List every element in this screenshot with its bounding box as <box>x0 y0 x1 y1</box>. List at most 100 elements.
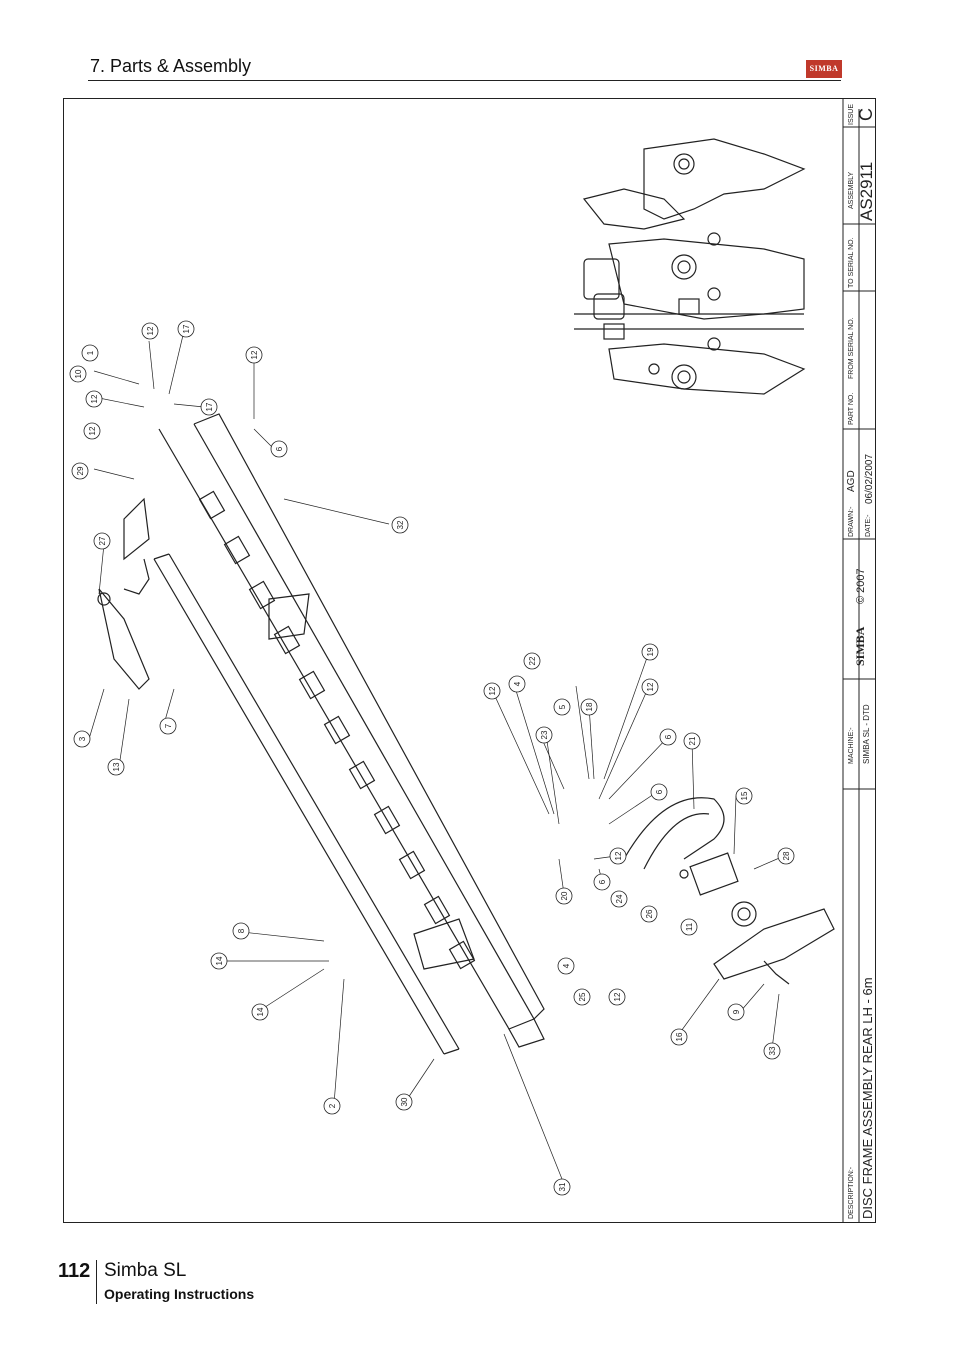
callout-circle <box>555 887 573 905</box>
assembly-label: ASSEMBLY <box>848 171 855 209</box>
callout-42: 16 <box>670 1028 688 1046</box>
callout-circle <box>573 988 591 1006</box>
callout-circle <box>200 398 218 416</box>
manual-subtitle: Operating Instructions <box>104 1286 255 1302</box>
callout-8: 12 <box>245 346 263 364</box>
title-block <box>842 99 875 1222</box>
callout-label: 6 <box>655 789 664 794</box>
part-no-label: PART NO. <box>848 393 855 425</box>
callout-circle <box>553 698 571 716</box>
callout-label: 29 <box>76 466 85 475</box>
callout-circle <box>777 847 795 865</box>
callout-2: 10 <box>69 365 87 383</box>
callout-label: 18 <box>585 702 594 711</box>
callout-22: 19 <box>641 643 659 661</box>
callout-label: 32 <box>396 520 405 529</box>
callout-label: 9 <box>732 1009 741 1014</box>
callout-label: 8 <box>237 928 246 933</box>
callout-29: 6 <box>593 873 611 891</box>
callout-circle <box>640 905 658 923</box>
title-block-text: DESCRIPTION:- DISC FRAME ASSEMBLY REAR L… <box>846 104 875 1219</box>
machine-label: MACHINE:- <box>848 727 855 764</box>
callout-label: 11 <box>685 922 694 931</box>
callout-5: 12 <box>85 390 103 408</box>
callout-label: 33 <box>768 1046 777 1055</box>
callout-44: 2 <box>323 1097 341 1115</box>
callout-23: 12 <box>641 678 659 696</box>
callout-9: 6 <box>270 440 288 458</box>
callout-circle <box>141 322 159 340</box>
model-name: Simba SL <box>104 1260 187 1281</box>
callout-17: 4 <box>508 675 526 693</box>
callout-label: 23 <box>540 730 549 739</box>
callout-12: 27 <box>93 532 111 550</box>
callout-27: 15 <box>735 787 753 805</box>
callout-circle <box>85 390 103 408</box>
callout-11: 32 <box>391 516 409 534</box>
callout-label: 12 <box>646 682 655 691</box>
callout-label: 25 <box>578 992 587 1001</box>
callout-label: 14 <box>256 1007 265 1016</box>
callout-circle <box>683 732 701 750</box>
callout-circle <box>245 346 263 364</box>
callout-label: 12 <box>146 326 155 335</box>
callout-34: 11 <box>680 918 698 936</box>
callout-circle <box>251 1003 269 1021</box>
callout-label: 16 <box>675 1032 684 1041</box>
assembly-number: AS2911 <box>857 162 875 221</box>
callout-37: 14 <box>251 1003 269 1021</box>
callout-circle <box>508 675 526 693</box>
callout-label: 6 <box>664 734 673 739</box>
callout-43: 33 <box>763 1042 781 1060</box>
callout-label: 12 <box>614 851 623 860</box>
callout-label: 2 <box>328 1103 337 1108</box>
callout-circle <box>593 873 611 891</box>
callout-16: 22 <box>523 652 541 670</box>
callout-31: 24 <box>610 890 628 908</box>
callout-1: 1 <box>81 344 99 362</box>
date-label: DATE:- <box>865 514 872 537</box>
callout-19: 23 <box>535 726 553 744</box>
main-frame-beam <box>97 413 545 1055</box>
callout-25: 6 <box>650 783 668 801</box>
disc-assembly <box>623 797 835 985</box>
callout-circle <box>523 652 541 670</box>
callout-circle <box>680 918 698 936</box>
callout-label: 12 <box>250 350 259 359</box>
callout-label: 24 <box>615 894 624 903</box>
callout-circle <box>609 847 627 865</box>
callout-13: 3 <box>73 730 91 748</box>
callout-label: 3 <box>78 736 87 741</box>
description-text: DISC FRAME ASSEMBLY REAR LH - 6m <box>860 977 875 1219</box>
callout-label: 12 <box>613 992 622 1001</box>
callout-40: 12 <box>608 988 626 1006</box>
callout-21: 18 <box>580 698 598 716</box>
callout-28: 12 <box>609 847 627 865</box>
callout-circle <box>232 922 250 940</box>
callout-circle <box>81 344 99 362</box>
callout-label: 12 <box>90 394 99 403</box>
callout-label: 17 <box>205 402 214 411</box>
section-title: 7. Parts & Assembly <box>90 56 252 76</box>
callout-label: 4 <box>513 681 522 686</box>
callout-label: 12 <box>88 426 97 435</box>
description-label: DESCRIPTION:- <box>848 1166 855 1219</box>
callout-circle <box>177 320 195 338</box>
callout-7: 12 <box>83 422 101 440</box>
issue-label: ISSUE <box>848 104 855 125</box>
callout-18: 5 <box>553 698 571 716</box>
callout-circle <box>608 988 626 1006</box>
callout-circle <box>323 1097 341 1115</box>
machine-name: SIMBA SL - DTD <box>862 704 871 764</box>
callout-label: 5 <box>558 704 567 709</box>
callout-35: 8 <box>232 922 250 940</box>
callout-label: 28 <box>782 851 791 860</box>
callout-circle <box>73 730 91 748</box>
callout-14: 13 <box>107 758 125 776</box>
callout-circle <box>71 462 89 480</box>
footer-divider <box>96 1260 97 1304</box>
callout-label: 13 <box>112 762 121 771</box>
callout-10: 29 <box>71 462 89 480</box>
callout-39: 25 <box>573 988 591 1006</box>
